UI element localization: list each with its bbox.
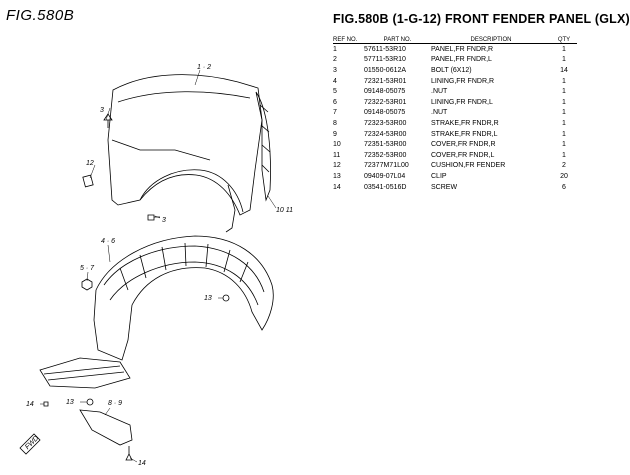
table-header-row: REF NO. PART NO. DESCRIPTION QTY: [333, 30, 577, 44]
callout-12: 12: [86, 160, 94, 167]
fender-lining-drawing: [93, 235, 274, 361]
callout-13b: 13: [66, 399, 74, 406]
cell-desc: .NUT: [431, 109, 448, 117]
cell-part: 01550-0612A: [364, 66, 407, 74]
cell-part: 72321-53R01: [364, 77, 407, 85]
callout-14a: 14: [26, 401, 34, 408]
cell-desc: COVER,FR FNDR,L: [431, 151, 495, 159]
cell-ref: 2: [333, 56, 337, 64]
cell-part: 72323-53R00: [364, 119, 407, 127]
cell-ref: 1: [333, 45, 337, 53]
table-row: 12 72377M71L00 CUSHION,FR FENDER 2: [333, 161, 577, 172]
exploded-parts-diagram: FWD 1 · 2 3 12 3 10 11 4 · 6 5 · 7 13 14…: [19, 64, 293, 467]
cell-part: 72322-53R01: [364, 98, 407, 106]
table-row: 1 57611-53R10 PANEL,FR FNDR,R 1: [333, 44, 577, 55]
callout-13a: 13: [204, 295, 212, 302]
cell-part: 72351-53R00: [364, 141, 407, 149]
cell-ref: 12: [333, 162, 341, 170]
callout-5-7: 5 · 7: [80, 265, 95, 272]
cell-part: 09148-05075: [364, 88, 406, 96]
cell-ref: 14: [333, 183, 341, 191]
cell-ref: 8: [333, 119, 337, 127]
table-row: 11 72352-53R00 COVER,FR FNDR,L 1: [333, 150, 577, 161]
cell-part: 72352-53R00: [364, 151, 407, 159]
callout-3a: 3: [100, 107, 104, 114]
cell-qty: 1: [562, 130, 566, 138]
table-row: 9 72324-53R00 STRAKE,FR FNDR,L 1: [333, 129, 577, 140]
cell-ref: 6: [333, 98, 337, 106]
table-row: 3 01550-0612A BOLT (6X12) 14: [333, 65, 577, 76]
cell-part: 57711-53R10: [364, 56, 406, 64]
fwd-label: FWD: [24, 435, 40, 451]
callout-3b: 3: [162, 217, 166, 224]
cell-part: 57611-53R10: [364, 45, 406, 53]
cell-ref: 4: [333, 77, 337, 85]
header-qty: QTY: [551, 30, 577, 44]
cell-part: 09409-07L04: [364, 172, 406, 180]
cell-qty: 20: [560, 172, 568, 180]
fender-panel-drawing: [107, 74, 263, 216]
cushion-drawing: [82, 174, 94, 188]
cell-qty: 1: [562, 77, 566, 85]
cell-desc: CLIP: [431, 172, 447, 180]
cell-ref: 3: [333, 66, 337, 74]
table-row: 2 57711-53R10 PANEL,FR FNDR,L 1: [333, 55, 577, 66]
cell-ref: 5: [333, 88, 337, 96]
cell-desc: STRAKE,FR FNDR,R: [431, 119, 499, 127]
cell-qty: 1: [562, 151, 566, 159]
cell-qty: 6: [562, 183, 566, 191]
cell-qty: 1: [562, 88, 566, 96]
figure-label: FIG.580B: [6, 7, 75, 24]
cell-ref: 7: [333, 109, 337, 117]
cell-desc: PANEL,FR FNDR,L: [431, 56, 492, 64]
cell-qty: 1: [562, 109, 566, 117]
strake-drawing: [39, 357, 131, 389]
table-row: 4 72321-53R01 LINING,FR FNDR,R 1: [333, 76, 577, 87]
callout-8-9: 8 · 9: [108, 400, 122, 407]
cell-desc: CUSHION,FR FENDER: [431, 162, 506, 170]
cell-qty: 1: [562, 56, 566, 64]
header-part: PART NO.: [364, 30, 431, 44]
callout-4-6: 4 · 6: [101, 238, 115, 245]
parts-table: REF NO. PART NO. DESCRIPTION QTY 1 57611-…: [333, 30, 577, 192]
cell-part: 09148-05075: [364, 109, 406, 117]
cell-ref: 10: [333, 141, 341, 149]
fender-cover-drawing: [255, 91, 271, 202]
table-row: 8 72323-53R00 STRAKE,FR FNDR,R 1: [333, 118, 577, 129]
cell-desc: PANEL,FR FNDR,R: [431, 45, 494, 53]
cell-ref: 13: [333, 172, 341, 180]
table-row: 14 03541-0516D SCREW 6: [333, 182, 577, 193]
cell-qty: 1: [562, 45, 566, 53]
fwd-arrow-icon: FWD: [19, 433, 41, 455]
cell-part: 72324-53R00: [364, 130, 407, 138]
cell-desc: .NUT: [431, 88, 448, 96]
cell-ref: 11: [333, 151, 341, 159]
cell-qty: 1: [562, 119, 566, 127]
cell-desc: LINING,FR FNDR,R: [431, 77, 494, 85]
table-row: 7 09148-05075 .NUT 1: [333, 108, 577, 119]
cell-qty: 1: [562, 98, 566, 106]
cell-desc: STRAKE,FR FNDR,L: [431, 130, 498, 138]
cell-part: 72377M71L00: [364, 162, 409, 170]
cell-qty: 14: [560, 66, 568, 74]
cell-desc: BOLT (6X12): [431, 66, 472, 74]
cell-part: 03541-0516D: [364, 183, 407, 191]
cell-desc: COVER,FR FNDR,R: [431, 141, 496, 149]
table-row: 10 72351-53R00 COVER,FR FNDR,R 1: [333, 139, 577, 150]
page-title: FIG.580B (1-G-12) FRONT FENDER PANEL (GL…: [333, 12, 630, 26]
cell-ref: 9: [333, 130, 337, 138]
callout-1-2: 1 · 2: [197, 64, 211, 71]
cell-desc: SCREW: [431, 183, 458, 191]
table-row: 13 09409-07L04 CLIP 20: [333, 171, 577, 182]
header-ref: REF NO.: [333, 30, 364, 44]
table-row: 5 09148-05075 .NUT 1: [333, 86, 577, 97]
callout-14b: 14: [138, 460, 146, 467]
cell-desc: LINING,FR FNDR,L: [431, 98, 493, 106]
header-desc: DESCRIPTION: [431, 30, 551, 44]
cell-qty: 2: [562, 162, 566, 170]
table-row: 6 72322-53R01 LINING,FR FNDR,L 1: [333, 97, 577, 108]
callout-10-11: 10 11: [276, 207, 293, 214]
cell-qty: 1: [562, 141, 566, 149]
